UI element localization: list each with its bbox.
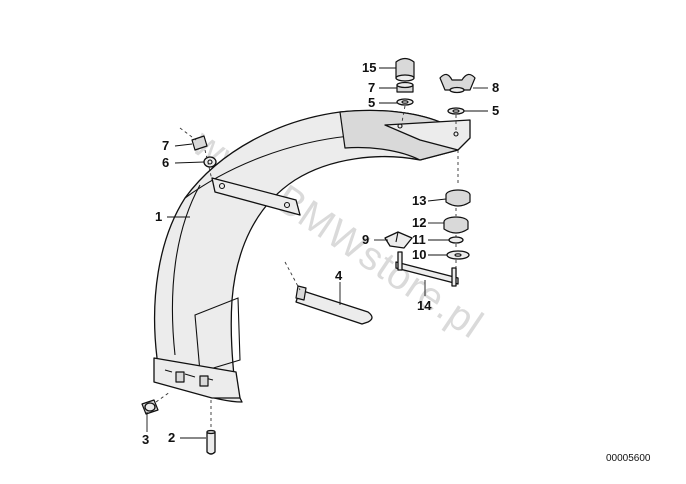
- callout-5-right: 5: [492, 103, 499, 118]
- washer-left-part: [203, 156, 217, 168]
- screw-part: [141, 399, 159, 415]
- callout-5-top: 5: [368, 95, 375, 110]
- callout-3: 3: [142, 432, 149, 447]
- callout-2: 2: [168, 430, 175, 445]
- rubber-mount-part: [443, 216, 469, 234]
- callout-7-left: 7: [162, 138, 169, 153]
- leader-lines: [146, 67, 488, 439]
- washer-part: [396, 98, 414, 106]
- callout-7-top: 7: [368, 80, 375, 95]
- washer-right-part: [447, 107, 465, 115]
- callout-14: 14: [417, 298, 432, 313]
- holder-bar-part: [395, 251, 459, 287]
- pin-part: [206, 429, 216, 455]
- spacer-part: [448, 236, 464, 244]
- callout-8: 8: [492, 80, 499, 95]
- callout-13: 13: [412, 193, 426, 208]
- wing-nut-part: [439, 73, 476, 94]
- callout-9: 9: [362, 232, 369, 247]
- callout-11: 11: [412, 232, 426, 247]
- support-strap-part: [295, 285, 373, 325]
- cap-nut-part: [395, 57, 415, 82]
- fender-part: [153, 109, 471, 403]
- washer-lower-part: [446, 250, 470, 260]
- callout-4: 4: [335, 268, 343, 283]
- diagram-reference-number: 00005600: [606, 453, 651, 464]
- callout-12: 12: [412, 215, 426, 230]
- callout-15: 15: [362, 60, 376, 75]
- callout-10: 10: [412, 247, 426, 262]
- clamp-bracket-part: [384, 231, 413, 249]
- rubber-buffer-part: [445, 189, 471, 207]
- callout-6: 6: [162, 155, 169, 170]
- hex-nut-part: [396, 81, 414, 93]
- callout-1: 1: [155, 209, 162, 224]
